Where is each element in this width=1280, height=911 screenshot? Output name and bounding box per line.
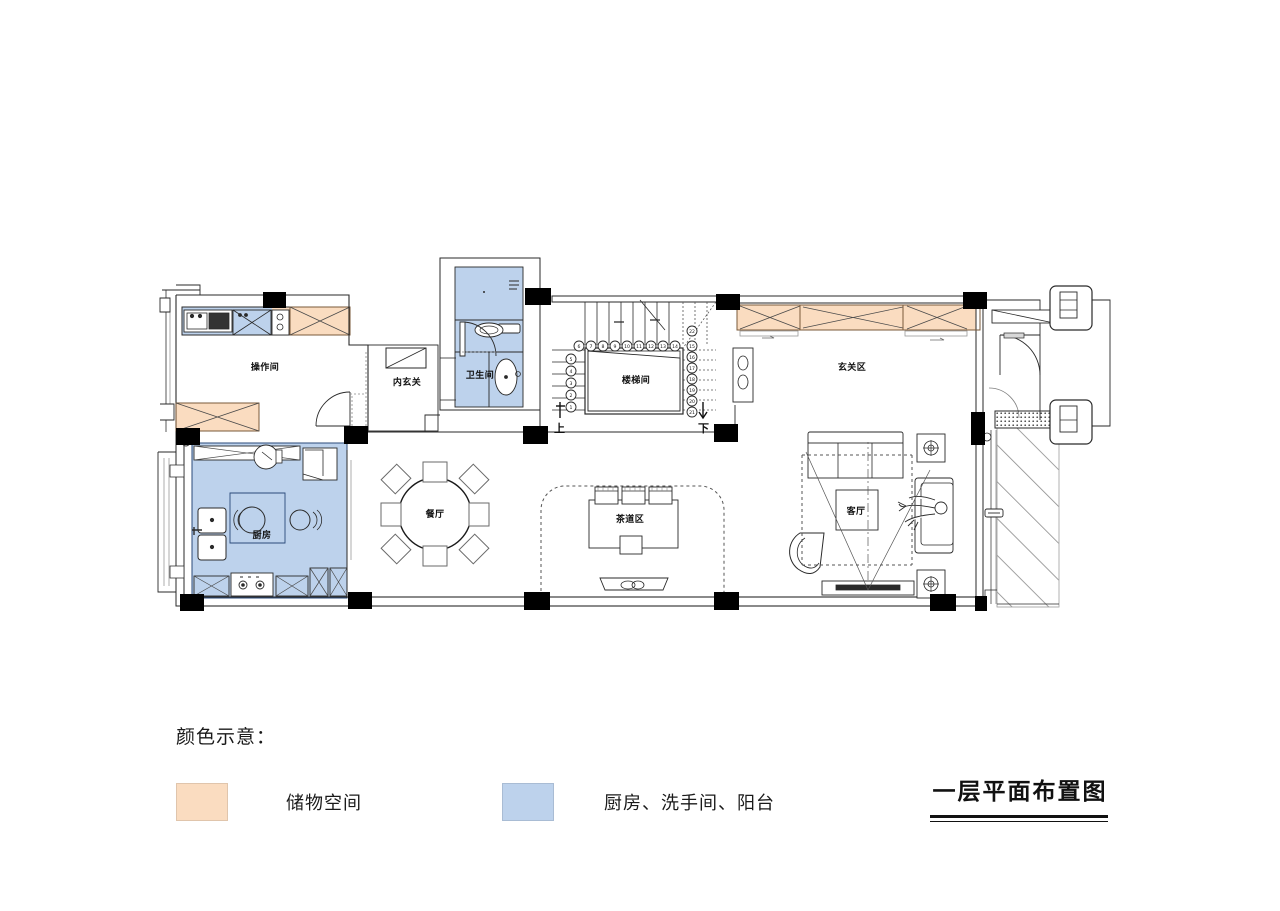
svg-text:8: 8 [602, 344, 605, 350]
svg-text:7: 7 [590, 344, 593, 350]
room-kitchen [191, 442, 352, 599]
room-label-living: 客厅 [846, 505, 866, 517]
svg-text:13: 13 [660, 344, 666, 350]
legend-swatch-storage [176, 783, 228, 821]
svg-text:1: 1 [570, 405, 573, 411]
room-label-inner-foyer: 内玄关 [393, 376, 421, 388]
plan-linework [157, 257, 1111, 607]
structural-columns [176, 288, 987, 611]
legend: 颜色示意： 储物空间 厨房、洗手间、阳台 [176, 722, 876, 821]
room-labels: 操作间 内玄关 卫生间 楼梯间 玄关区 厨房 餐厅 茶道区 客厅 [251, 361, 866, 541]
svg-text:4: 4 [570, 369, 573, 375]
legend-label-wet-area: 厨房、洗手间、阳台 [604, 793, 775, 814]
svg-text:19: 19 [689, 388, 695, 394]
room-bathroom [439, 257, 541, 411]
svg-text:14: 14 [672, 344, 678, 350]
stair-step-numbers: 1 2 3 4 5 6 7 8 9 10 11 12 13 14 15 16 [565, 325, 698, 418]
svg-text:3: 3 [570, 381, 573, 387]
svg-text:21: 21 [689, 410, 695, 416]
room-label-kitchen: 厨房 [253, 529, 272, 541]
stair-down-arrow [698, 402, 708, 420]
room-prep [175, 306, 364, 432]
drawing-title-block: 一层平面布置图 [930, 772, 1110, 822]
room-label-bathroom: 卫生间 [466, 369, 494, 381]
svg-text:20: 20 [689, 399, 695, 405]
fill-foyer-storage [737, 305, 980, 330]
left-exterior-windows [157, 289, 191, 593]
drawing-title: 一层平面布置图 [932, 778, 1108, 805]
svg-text:12: 12 [648, 344, 654, 350]
exterior-top-left [162, 284, 201, 295]
svg-text:16: 16 [689, 355, 695, 361]
exterior-right-porch [982, 285, 1111, 606]
svg-text:22: 22 [689, 329, 695, 335]
svg-text:6: 6 [578, 344, 581, 350]
stair-steps-top: 6 7 8 9 10 11 12 13 14 [573, 340, 681, 352]
room-inner-foyer [365, 344, 439, 432]
stair-steps-right: 15 16 17 18 19 20 21 22 [686, 325, 698, 418]
stair-down-label: 下 [698, 422, 709, 435]
legend-row: 储物空间 厨房、洗手间、阳台 [176, 783, 876, 821]
room-label-dining: 餐厅 [425, 508, 445, 520]
room-foyer [732, 304, 981, 432]
legend-heading: 颜色示意： [176, 726, 277, 748]
svg-text:11: 11 [636, 344, 642, 350]
title-rule-thin [930, 821, 1108, 822]
svg-text:18: 18 [689, 377, 695, 383]
exterior-mid-top [348, 257, 541, 432]
exterior-right-yard [994, 410, 1060, 608]
room-living [789, 431, 954, 599]
stair-steps-left: 1 2 3 4 5 [565, 353, 577, 413]
room-label-prep: 操作间 [251, 361, 279, 373]
room-label-foyer: 玄关区 [838, 361, 866, 373]
svg-text:17: 17 [689, 366, 695, 372]
legend-item-wet-area: 厨房、洗手间、阳台 [502, 783, 775, 821]
legend-item-storage: 储物空间 [176, 783, 362, 821]
room-tea-area [540, 485, 725, 597]
room-dining [380, 461, 490, 567]
stair-direction-marks: 上 下 [554, 402, 709, 435]
svg-text:2: 2 [570, 393, 573, 399]
room-label-tea: 茶道区 [615, 513, 644, 525]
svg-text:9: 9 [614, 344, 617, 350]
stair-up-arrow [556, 402, 565, 418]
svg-text:15: 15 [689, 344, 695, 350]
legend-label-storage: 储物空间 [286, 793, 362, 814]
legend-swatch-wet-area [502, 783, 554, 821]
stair-up-label: 上 [554, 421, 565, 435]
svg-text:10: 10 [624, 344, 630, 350]
title-rule-thick [930, 815, 1108, 818]
room-label-stairwell: 楼梯间 [622, 374, 650, 386]
svg-text:5: 5 [570, 357, 573, 363]
